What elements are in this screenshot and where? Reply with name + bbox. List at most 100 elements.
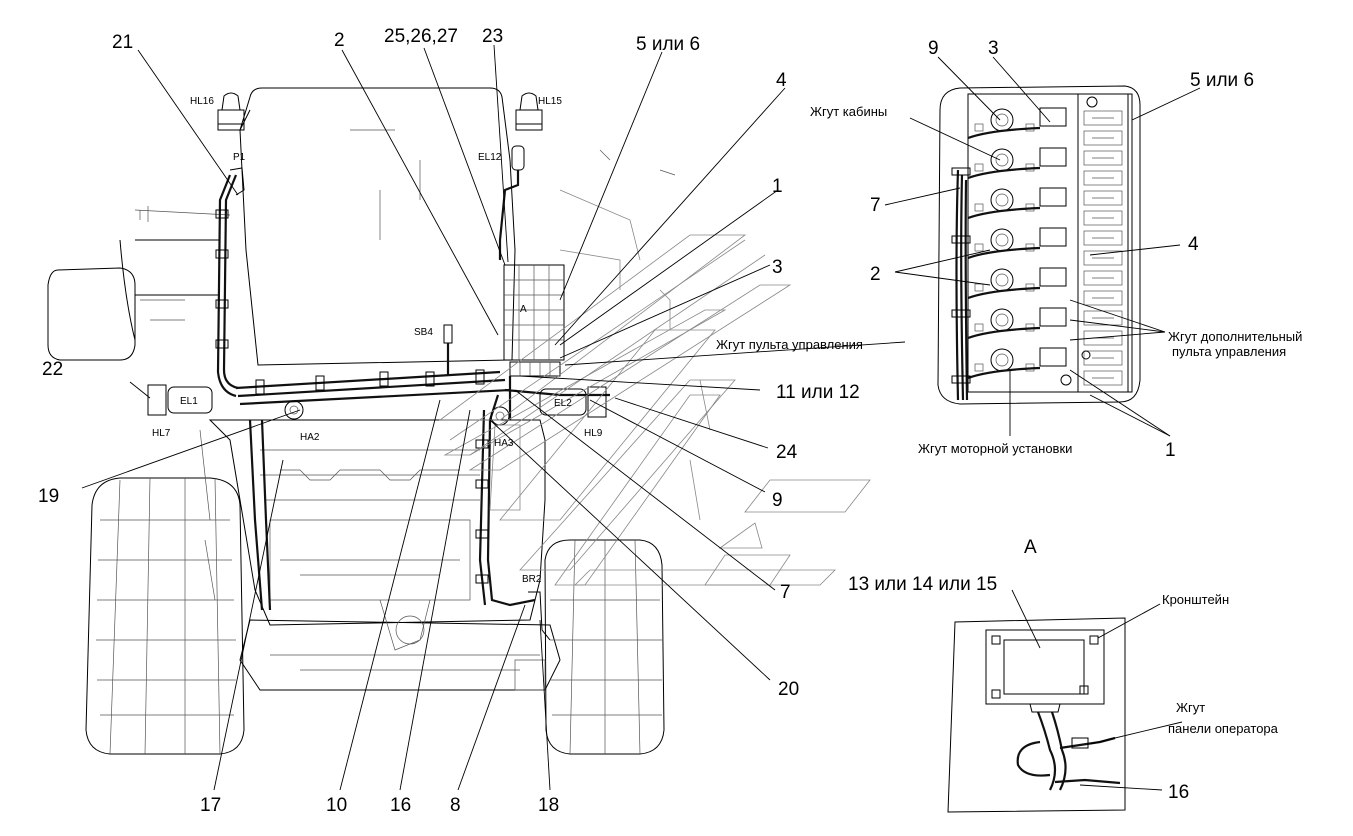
fuse — [1083, 370, 1123, 386]
relay-socket — [990, 188, 1014, 212]
detail-leader-lines — [884, 56, 1201, 437]
relay-socket — [990, 228, 1014, 252]
lamp-el1 — [147, 384, 213, 416]
label-operator-harness-1: Жгут — [1176, 700, 1205, 715]
horn-ha3 — [490, 406, 510, 426]
callout-1: 1 — [772, 176, 783, 197]
fuse — [1083, 190, 1123, 206]
relay — [1039, 307, 1067, 327]
relay-socket — [990, 108, 1014, 132]
fuse — [1083, 250, 1123, 266]
callout-7: 7 — [780, 582, 791, 603]
relay-socket-inner — [995, 153, 1009, 167]
relay-socket-inner — [995, 313, 1009, 327]
wire — [967, 166, 1041, 180]
lamp-el12 — [511, 145, 525, 171]
detail-callout-5-or-6: 5 или 6 — [1190, 70, 1254, 91]
relay-socket — [990, 348, 1014, 372]
mount-hole — [1086, 96, 1098, 108]
detail-callout-3: 3 — [988, 38, 999, 59]
label-el2: EL2 — [554, 398, 572, 409]
fuse-terminal — [974, 363, 984, 372]
label-a-small: A — [520, 304, 527, 315]
callout-8: 8 — [450, 795, 461, 816]
relay — [1039, 187, 1067, 207]
fuse-rows — [967, 96, 1123, 386]
detail-a-view — [947, 617, 1126, 813]
fuse — [1083, 270, 1123, 286]
wire — [967, 126, 1041, 140]
label-hl9: HL9 — [584, 428, 603, 439]
relay-socket — [990, 268, 1014, 292]
fuse — [1083, 170, 1123, 186]
callout-4: 4 — [776, 70, 787, 91]
fuse-block-a — [503, 264, 565, 377]
label-hl15: HL15 — [538, 96, 562, 107]
wire — [967, 206, 1041, 220]
callout-16: 16 — [390, 795, 411, 816]
callout-22: 22 — [42, 359, 63, 380]
label-bracket: Кронштейн — [1162, 592, 1229, 607]
mount-hole — [1081, 350, 1091, 360]
label-engine-harness: Жгут моторной установки — [918, 441, 1072, 456]
wire — [967, 286, 1041, 300]
label-hl16: HL16 — [190, 96, 214, 107]
label-el12: EL12 — [478, 152, 502, 163]
label-extra-panel-2: пульта управления — [1172, 344, 1286, 359]
sensor-br2 — [528, 591, 551, 641]
fuse-terminal — [974, 323, 984, 332]
relay-socket — [990, 308, 1014, 332]
callout-11-or-12: 11 или 12 — [776, 382, 860, 403]
detail-callout-7: 7 — [870, 195, 881, 216]
component-p1 — [229, 167, 245, 196]
label-sb4: SB4 — [414, 327, 433, 338]
fuse — [1083, 350, 1123, 366]
horn-ha2 — [284, 400, 304, 420]
relay-socket-inner — [995, 273, 1009, 287]
mount-hole — [1060, 374, 1072, 386]
callout-20: 20 — [778, 679, 799, 700]
wire — [967, 326, 1041, 340]
beacon-hl15 — [515, 92, 543, 131]
perspective-panels — [438, 234, 871, 586]
callout-9: 9 — [772, 490, 783, 511]
fuse — [1083, 150, 1123, 166]
label-control-panel-harness: Жгут пульта управления — [716, 337, 863, 352]
callout-23: 23 — [482, 26, 503, 47]
detail-a-part-numbers: 13 или 14 или 15 — [848, 574, 997, 595]
fuse — [1083, 230, 1123, 246]
callout-2: 2 — [334, 30, 345, 51]
callout-19: 19 — [38, 486, 59, 507]
relay — [1039, 267, 1067, 287]
wire — [967, 246, 1041, 260]
fuse-terminal — [974, 163, 984, 172]
fuse — [1083, 290, 1123, 306]
label-ha2: HA2 — [300, 432, 320, 443]
relay-socket — [990, 148, 1014, 172]
label-p1: P1 — [233, 152, 246, 163]
detail-callout-2: 2 — [870, 264, 881, 285]
callout-5-or-6: 5 или 6 — [636, 34, 700, 55]
relay — [1039, 227, 1067, 247]
leader-lines — [81, 44, 906, 791]
label-br2: BR2 — [522, 574, 542, 585]
machine-outline — [47, 87, 711, 755]
wire — [967, 366, 1041, 380]
detail-callout-4: 4 — [1188, 234, 1199, 255]
callout-21: 21 — [112, 32, 133, 53]
callout-10: 10 — [326, 795, 347, 816]
fuse-terminal — [974, 203, 984, 212]
label-cab-harness: Жгут кабины — [810, 104, 887, 119]
callout-3: 3 — [772, 257, 783, 278]
relay-socket-inner — [995, 193, 1009, 207]
callout-25-27: 25,26,27 — [384, 26, 458, 47]
relay — [1039, 147, 1067, 167]
detail-callout-9: 9 — [928, 38, 939, 59]
fuse — [1083, 110, 1123, 126]
switch-sb4 — [443, 324, 453, 344]
fuse-terminal — [974, 283, 984, 292]
view-a-label: А — [1024, 537, 1037, 558]
label-ha3: HA3 — [494, 438, 514, 449]
